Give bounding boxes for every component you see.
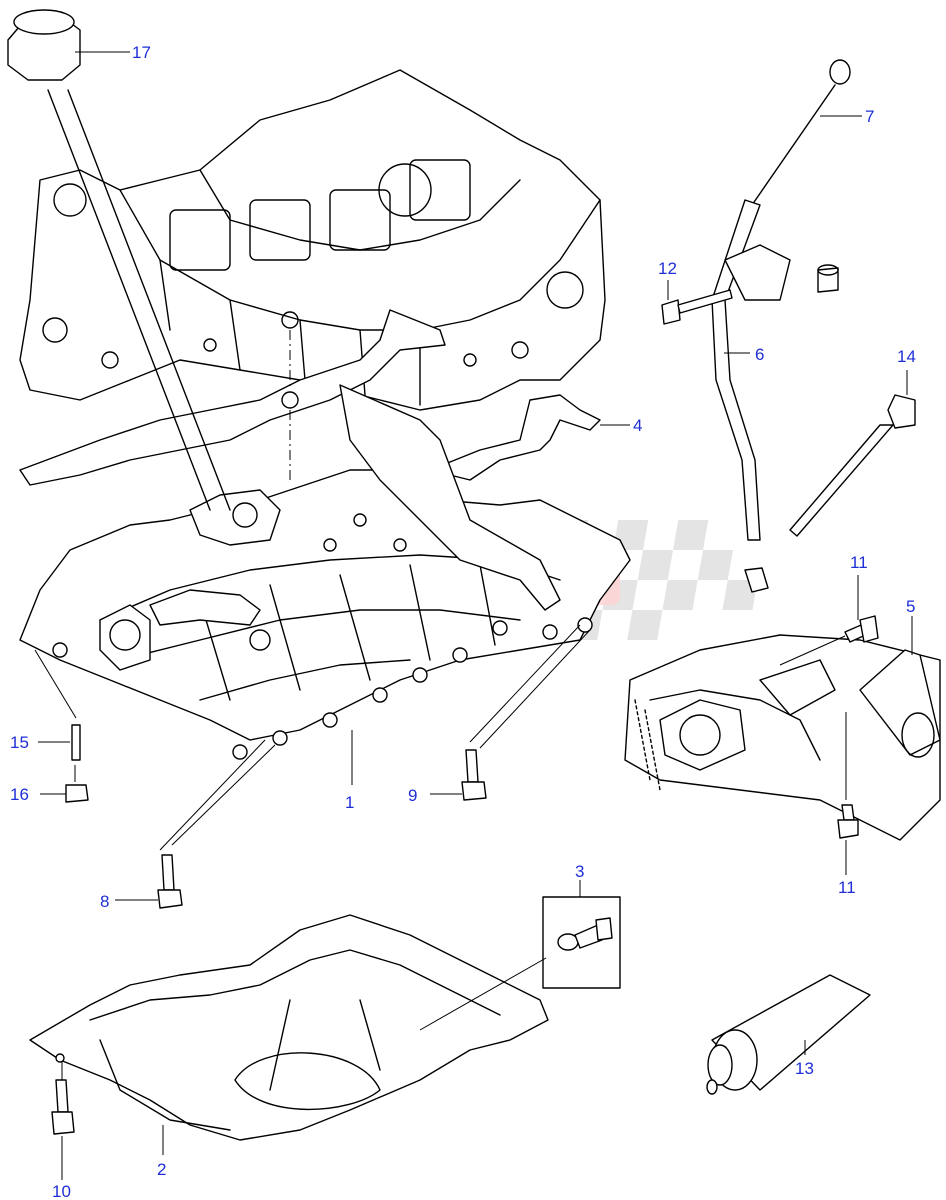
callout-2: 2	[157, 1160, 166, 1179]
frame-bolts	[52, 513, 593, 760]
oil-pan-illustration	[29, 914, 549, 1141]
dipstick-illustration	[711, 59, 851, 593]
callout-16: 16	[10, 785, 29, 804]
callout-9: 9	[408, 786, 417, 805]
drain-plug-illustration	[542, 896, 621, 989]
gasket-illustration	[19, 309, 601, 486]
callout-7: 7	[865, 107, 874, 126]
callout-8: 8	[100, 892, 109, 911]
callout-1: 1	[345, 793, 354, 812]
callout-13: 13	[795, 1059, 814, 1078]
callout-4: 4	[633, 416, 642, 435]
callout-12: 12	[658, 259, 677, 278]
oil-pump-illustration	[624, 634, 941, 841]
sealant-tube-illustration	[706, 974, 871, 1095]
callout-10: 10	[52, 1182, 71, 1200]
fasteners-illustration	[34, 289, 879, 1135]
filler-cap-illustration	[7, 9, 231, 511]
callout-3: 3	[575, 862, 584, 881]
callout-labels: 1 2 3 4 5 6 7 8 9 10 11 11 12 13 14 15 1…	[10, 43, 916, 1200]
callout-leaders	[38, 51, 913, 1180]
callout-5: 5	[906, 597, 915, 616]
callout-11-bottom: 11	[838, 878, 856, 897]
engine-block-illustration	[19, 69, 606, 411]
callout-14: 14	[897, 347, 916, 366]
callout-11-top: 11	[850, 553, 868, 572]
callout-17: 17	[132, 43, 151, 62]
sensor-illustration	[789, 394, 916, 537]
ladder-frame-illustration	[19, 384, 631, 760]
callout-15: 15	[10, 733, 29, 752]
callout-6: 6	[755, 345, 764, 364]
